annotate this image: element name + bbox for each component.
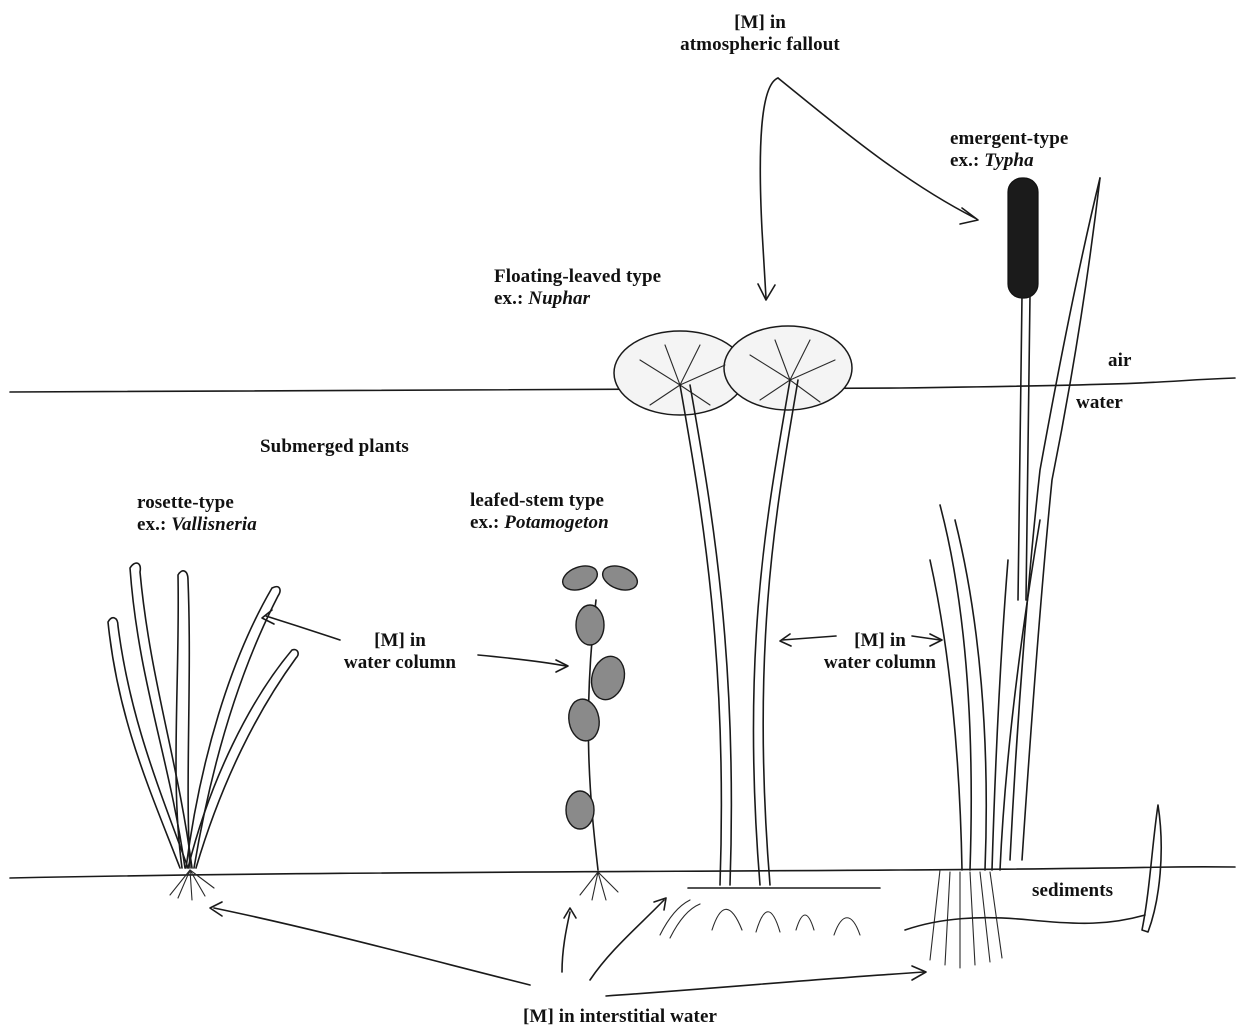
rosette-ex-prefix: ex.:: [137, 514, 166, 535]
water-column-label-right: [M] in water column: [800, 630, 960, 674]
water-column-left-line2: water column: [320, 652, 480, 674]
floating-genus: Nuphar: [528, 288, 590, 309]
submerged-plants-title: Submerged plants: [260, 436, 409, 458]
floating-type-text: Floating-leaved type: [494, 266, 661, 288]
interstitial-arrows: [210, 898, 926, 996]
water-column-right-line1: [M] in: [800, 630, 960, 652]
atmospheric-fallout-label: [M] in atmospheric fallout: [640, 12, 880, 56]
emergent-ex-prefix: ex.:: [950, 150, 979, 171]
atmospheric-arrows: [758, 78, 978, 300]
atmospheric-label-line2: atmospheric fallout: [640, 34, 880, 56]
water-column-right-line2: water column: [800, 652, 960, 674]
leafed-ex-prefix: ex.:: [470, 512, 499, 533]
atmospheric-label-line1: [M] in: [640, 12, 880, 34]
water-label: water: [1076, 392, 1123, 414]
leafed-genus: Potamogeton: [504, 512, 609, 533]
rosette-type-label: rosette-type ex.: Vallisneria: [137, 492, 257, 536]
leafed-type-text: leafed-stem type: [470, 490, 609, 512]
rosette-genus: Vallisneria: [171, 514, 257, 535]
water-column-left-line1: [M] in: [320, 630, 480, 652]
floating-ex-prefix: ex.:: [494, 288, 523, 309]
typha-plant: [905, 178, 1161, 968]
leafed-stem-type-label: leafed-stem type ex.: Potamogeton: [470, 490, 609, 534]
emergent-genus: Typha: [984, 150, 1033, 171]
emergent-type-text: emergent-type: [950, 128, 1068, 150]
sediments-label: sediments: [1032, 880, 1113, 902]
water-column-label-left: [M] in water column: [320, 630, 480, 674]
potamogeton-plant: [559, 562, 640, 900]
vallisneria-plant: [108, 563, 298, 900]
emergent-type-label: emergent-type ex.: Typha: [950, 128, 1068, 172]
rosette-type-text: rosette-type: [137, 492, 257, 514]
interstitial-water-label: [M] in interstitial water: [470, 1006, 770, 1028]
air-label: air: [1108, 350, 1132, 372]
floating-type-label: Floating-leaved type ex.: Nuphar: [494, 266, 661, 310]
